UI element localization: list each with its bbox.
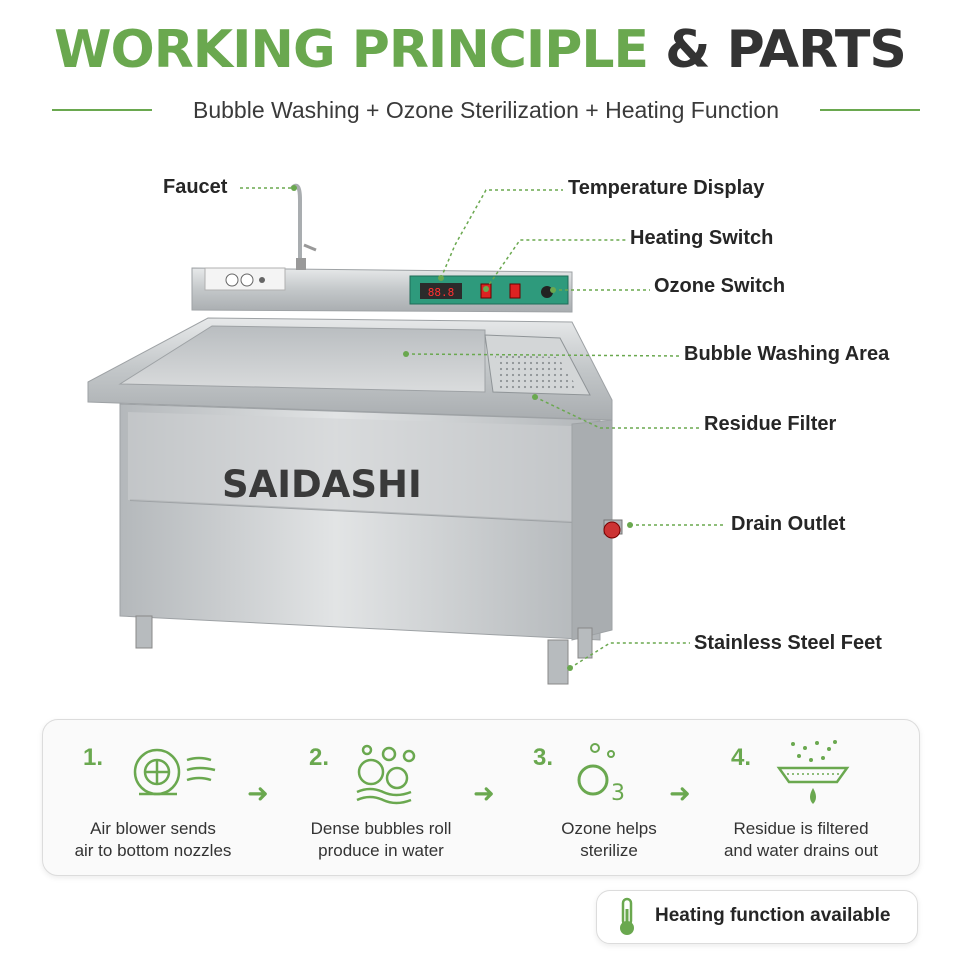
drain-valve xyxy=(603,521,621,539)
heating-badge: Heating function available xyxy=(596,890,918,944)
label-temperature-display: Temperature Display xyxy=(568,177,765,199)
step-3: 3. 3 Ozone helps sterilize xyxy=(499,720,699,875)
subtitle-rule-left xyxy=(52,109,152,111)
label-heating-switch: Heating Switch xyxy=(630,227,774,249)
brand-logo: SAIDASHI xyxy=(222,463,422,506)
subtitle: Bubble Washing + Ozone Sterilization + H… xyxy=(52,94,920,126)
step-description: Air blower sends air to bottom nozzles xyxy=(43,818,263,862)
label-residue-filter: Residue Filter xyxy=(704,413,837,435)
step-description: Residue is filtered and water drains out xyxy=(691,818,911,862)
subtitle-rule-right xyxy=(820,109,920,111)
step-description: Ozone helps sterilize xyxy=(499,818,719,862)
ozone-icon: 3 xyxy=(577,743,625,806)
label-ozone-switch: Ozone Switch xyxy=(654,275,786,297)
temperature-readout: 88.8 xyxy=(428,286,455,299)
step-number: 3. xyxy=(533,744,554,771)
title-green-part: WORKING PRINCIPLE xyxy=(54,20,649,80)
title-dark-part: & PARTS xyxy=(665,20,907,80)
subtitle-row: Bubble Washing + Ozone Sterilization + H… xyxy=(52,94,920,126)
step-number: 1. xyxy=(83,744,104,771)
svg-text:3: 3 xyxy=(611,781,625,806)
subtitle-text: Bubble Washing + Ozone Sterilization + H… xyxy=(179,97,793,123)
step-line-2: and water drains out xyxy=(723,841,879,860)
bubbles-icon xyxy=(356,744,416,805)
filter-drain-icon xyxy=(776,740,850,804)
arrow-right-icon: ➜ xyxy=(247,778,269,808)
step-line-1: Air blower sends xyxy=(90,819,216,838)
step-line-2: air to bottom nozzles xyxy=(74,841,232,860)
arrow-right-icon: ➜ xyxy=(669,778,691,808)
residue-filter-mesh xyxy=(495,355,580,392)
bubble-washing-area xyxy=(118,325,486,393)
step-line-1: Ozone helps xyxy=(561,819,657,838)
foot-right xyxy=(547,639,569,685)
heating-badge-label: Heating function available xyxy=(655,905,891,926)
step-number: 2. xyxy=(309,744,330,771)
step-1: 1. Air blower sends air to bottom nozzle… xyxy=(43,720,243,875)
ozone-switch-red xyxy=(509,283,521,299)
faucet xyxy=(290,183,302,268)
page-title: WORKING PRINCIPLE & PARTS xyxy=(0,18,960,82)
temperature-display xyxy=(420,283,462,299)
step-4: 4. Residue is filtered and water drains … xyxy=(691,720,891,875)
step-line-1: Dense bubbles roll xyxy=(310,819,452,838)
arrow-right-icon: ➜ xyxy=(473,778,495,808)
label-drain-outlet: Drain Outlet xyxy=(731,513,846,535)
thermometer-icon xyxy=(620,897,634,935)
step-line-2: produce in water xyxy=(318,841,444,860)
label-bubble-washing-area: Bubble Washing Area xyxy=(684,343,890,365)
label-stainless-steel-feet: Stainless Steel Feet xyxy=(694,632,882,654)
foot-left xyxy=(135,615,153,649)
step-2: 2. Dense bubbles roll produce in water xyxy=(271,720,471,875)
step-description: Dense bubbles roll produce in water xyxy=(271,818,491,862)
step-number: 4. xyxy=(731,744,752,771)
label-faucet: Faucet xyxy=(163,176,228,198)
air-blower-icon xyxy=(133,748,216,796)
step-line-1: Residue is filtered xyxy=(733,819,869,838)
working-steps-panel: 1. Air blower sends air to bottom nozzle… xyxy=(42,719,920,876)
step-line-2: sterilize xyxy=(580,841,638,860)
washing-machine-illustration: 88.8 SAIDASHI xyxy=(87,183,726,685)
ozone-switch xyxy=(541,286,553,298)
